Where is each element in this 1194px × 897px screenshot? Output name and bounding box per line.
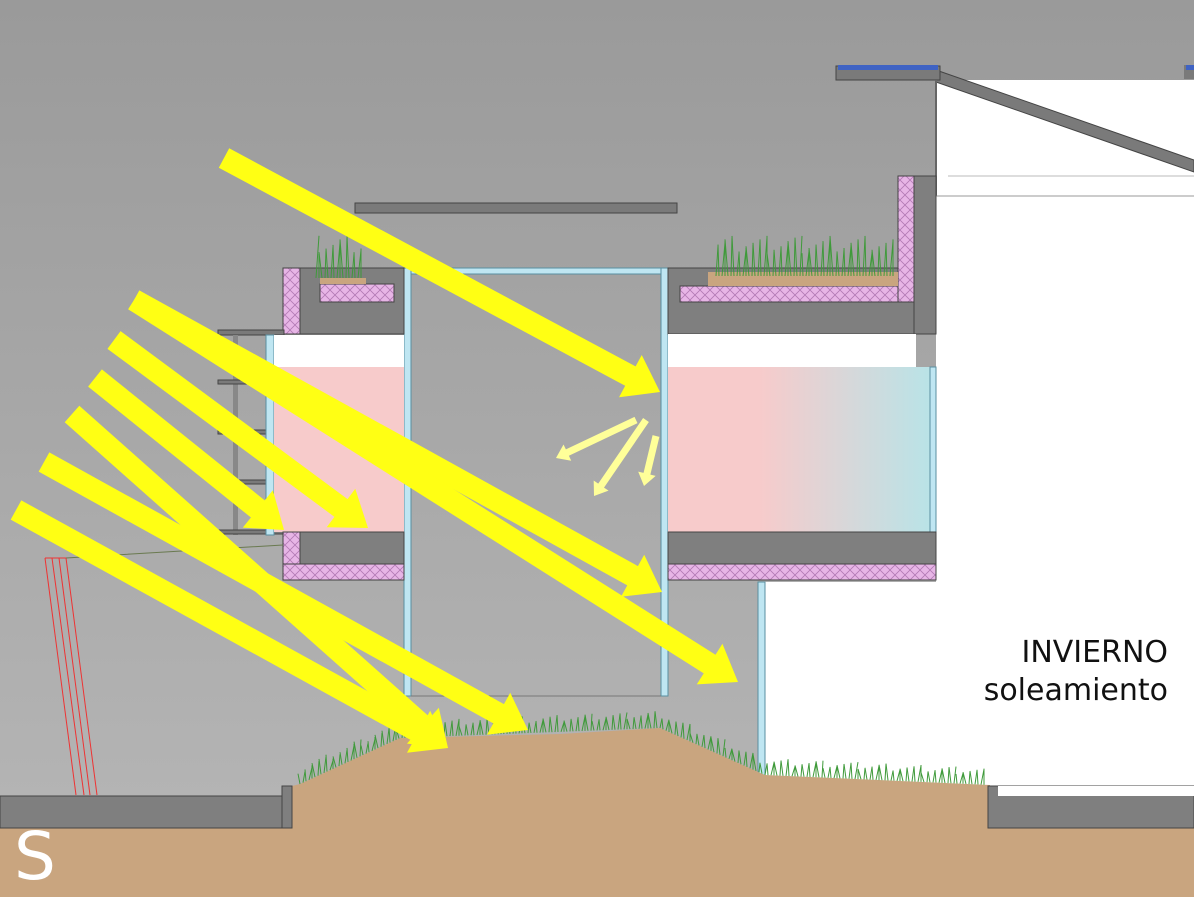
reflected-ray-arrow bbox=[593, 418, 649, 496]
earth-mound bbox=[0, 728, 1194, 897]
solar-panel-left bbox=[838, 65, 938, 70]
subject-label: soleamiento bbox=[983, 673, 1168, 708]
reflected-rays bbox=[556, 416, 660, 496]
right-parapet bbox=[913, 175, 937, 335]
orientation-label: S bbox=[14, 818, 56, 895]
right-floor-slab bbox=[667, 531, 937, 565]
sun-ray-arrow bbox=[88, 369, 284, 530]
left-floor-slab bbox=[299, 531, 405, 565]
right-floor-insulation bbox=[667, 563, 937, 581]
lower-glass-wall bbox=[757, 581, 766, 777]
reflected-ray-arrow bbox=[556, 416, 638, 461]
diagram-caption: INVIERNO soleamiento bbox=[984, 634, 1168, 710]
sun-rays bbox=[10, 148, 738, 753]
right-room-glass bbox=[929, 366, 937, 533]
season-label: INVIERNO bbox=[1021, 635, 1168, 670]
sun-ray-arrow bbox=[128, 290, 738, 685]
terrace-left-step bbox=[281, 785, 293, 829]
sun-ray-arrow bbox=[10, 500, 448, 753]
terrace-right-top bbox=[998, 786, 1194, 796]
left-parapet-insulation bbox=[282, 267, 301, 335]
left-roof-soil bbox=[320, 278, 366, 284]
roof-edge-right bbox=[1184, 65, 1194, 79]
left-brise-soleil-top bbox=[217, 329, 285, 336]
shading-overhang bbox=[354, 202, 678, 214]
right-parapet-insulation bbox=[897, 175, 915, 303]
building-lower-volume bbox=[762, 582, 936, 800]
reflected-ray-arrow bbox=[638, 435, 660, 486]
sun-ray-arrow bbox=[218, 148, 660, 398]
red-railing bbox=[44, 557, 98, 796]
sun-ray-arrow bbox=[107, 331, 369, 528]
left-roof-insulation bbox=[319, 283, 395, 303]
right-room-gradient bbox=[668, 367, 930, 532]
solar-panel-right bbox=[1186, 65, 1194, 70]
right-roof-insulation bbox=[679, 285, 915, 303]
left-clerestory bbox=[274, 335, 404, 367]
sun-ray-arrow bbox=[128, 290, 662, 597]
sun-ray-arrow bbox=[38, 452, 528, 735]
left-floor-insulation bbox=[282, 563, 405, 581]
right-clerestory bbox=[668, 334, 916, 367]
building-right-volume bbox=[936, 80, 1194, 800]
